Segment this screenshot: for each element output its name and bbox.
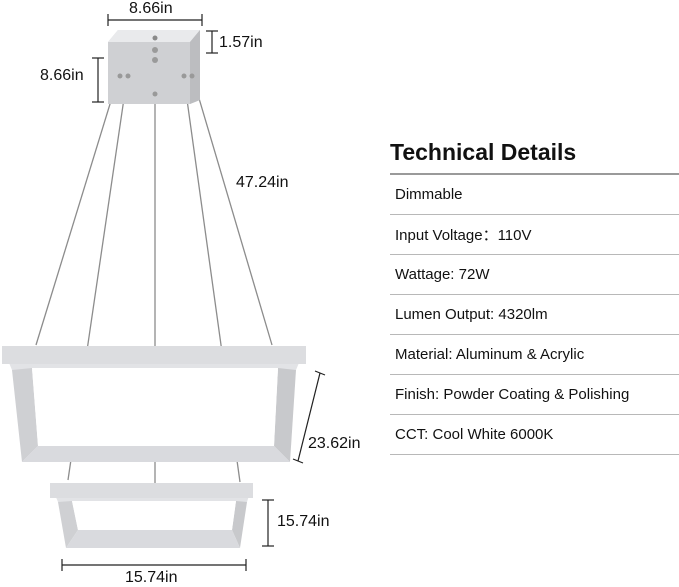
details-title: Technical Details: [390, 139, 577, 165]
detail-input-voltage: Input Voltage：110V: [390, 215, 679, 256]
dim-canopy-height: 1.57in: [219, 34, 263, 51]
detail-lumen-output: Lumen Output: 4320lm: [390, 295, 679, 336]
dim-cable-length: 47.24in: [236, 174, 289, 191]
detail-material: Material: Aluminum & Acrylic: [390, 335, 679, 376]
dim-large-ring: 23.62in: [308, 435, 361, 452]
dim-small-ring-width: 15.74in: [125, 569, 178, 586]
detail-cct: CCT: Cool White 6000K: [390, 415, 679, 456]
small-ring: [50, 483, 253, 548]
dim-canopy-depth: 8.66in: [40, 67, 84, 84]
details-list: Dimmable Input Voltage：110V Wattage: 72W…: [390, 173, 679, 456]
detail-dimmable: Dimmable: [390, 175, 679, 216]
dim-small-ring-height: 15.74in: [277, 513, 330, 530]
detail-finish: Finish: Powder Coating & Polishing: [390, 375, 679, 416]
detail-wattage: Wattage: 72W: [390, 255, 679, 296]
dim-canopy-width: 8.66in: [129, 0, 173, 17]
ceiling-canopy: [108, 30, 200, 104]
large-ring: [2, 346, 306, 462]
technical-details-panel: Technical Details Dimmable Input Voltage…: [390, 136, 679, 456]
dimension-lines: [61, 14, 326, 571]
